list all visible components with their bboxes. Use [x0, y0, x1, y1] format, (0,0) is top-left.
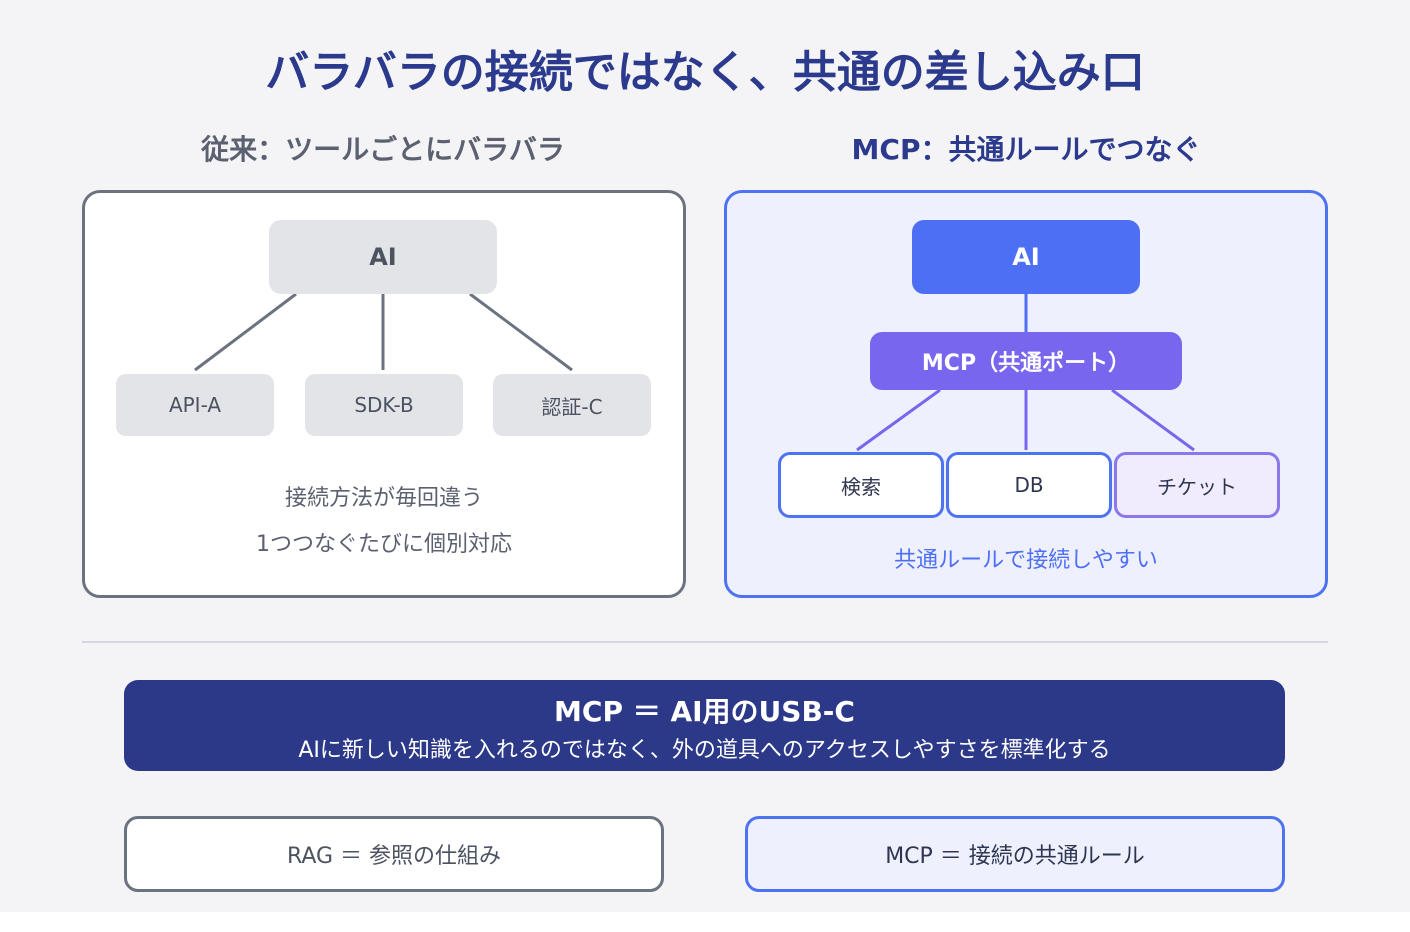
mcp-definition-box: MCP ＝ 接続の共通ルール [745, 816, 1285, 892]
legacy-ai-node: AI [269, 220, 497, 294]
legacy-note-line-2: 1つつなぐたびに個別対応 [256, 532, 512, 557]
connector-mcp-search [856, 388, 941, 452]
legacy-node-api-a: API-A [116, 374, 274, 436]
connector-lines [194, 292, 1195, 452]
mcp-ai-node: AI [912, 220, 1140, 294]
tool-node-db: DB [946, 452, 1112, 518]
right-heading: MCP：共通ルールでつなぐ [851, 133, 1201, 166]
main-title: バラバラの接続ではなく、共通の差し込み口 [265, 47, 1145, 98]
summary-banner [124, 680, 1285, 771]
mcp-port-node: MCP（共通ポート） [870, 332, 1182, 390]
connector-mcp-ticket [1111, 388, 1195, 452]
summary-title: MCP ＝ AI用のUSB-C [554, 695, 855, 728]
tool-node-search: 検索 [778, 452, 944, 518]
legacy-node-sdk-b: SDK-B [305, 374, 463, 436]
summary-subtitle: AIに新しい知識を入れるのではなく、外の道具へのアクセスしやすさを標準化する [298, 738, 1111, 763]
diagram-canvas: バラバラの接続ではなく、共通の差し込み口 従来：ツールごとにバラバラ MCP：共… [0, 0, 1410, 912]
legacy-node-auth-c: 認証-C [493, 374, 651, 436]
mcp-note: 共通ルールで接続しやすい [894, 548, 1158, 573]
left-heading: 従来：ツールごとにバラバラ [201, 133, 565, 166]
section-divider [82, 641, 1328, 643]
rag-definition-box: RAG ＝ 参照の仕組み [124, 816, 664, 892]
connector-ai-api [194, 292, 297, 372]
legacy-note-line-1: 接続方法が毎回違う [284, 486, 483, 511]
connector-ai-auth [469, 292, 573, 372]
tool-node-ticket: チケット [1114, 452, 1280, 518]
